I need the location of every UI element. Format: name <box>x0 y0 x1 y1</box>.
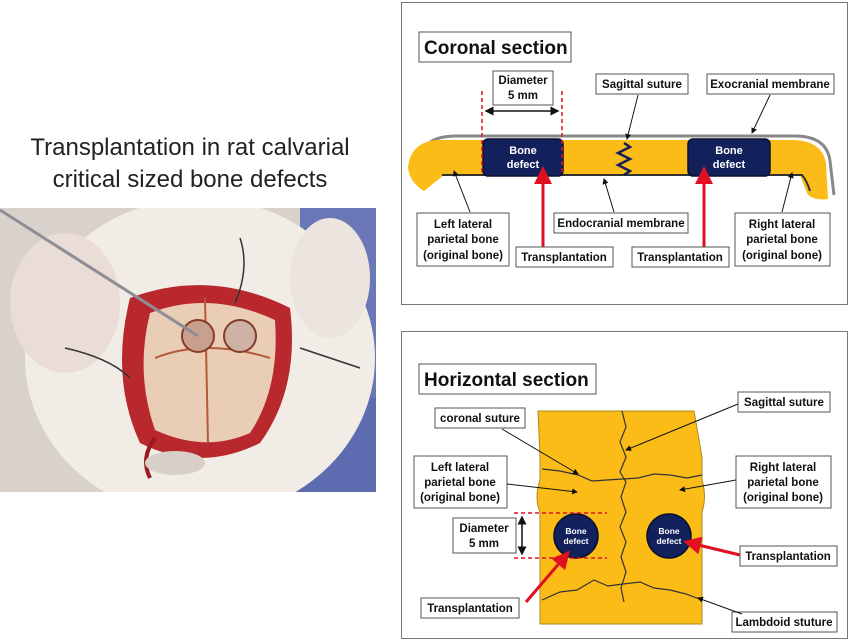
horizontal-defect-left <box>553 513 599 559</box>
coronal-diameter-label-1: Diameter <box>498 75 548 87</box>
coronal-suture-label: coronal suture <box>440 413 520 425</box>
endocranial-box <box>553 212 689 234</box>
horizontal-left-lateral-box <box>413 455 508 509</box>
lambdoid-box <box>731 611 838 633</box>
horizontal-diameter-box <box>452 517 517 554</box>
horizontal-right-lateral-label-3: (original bone) <box>743 492 823 504</box>
horizontal-sagittal-suture <box>619 410 627 603</box>
bone-defect-left-label-2: defect <box>507 159 540 171</box>
horizontal-lambdoid-suture <box>541 579 703 601</box>
surgical-photo <box>0 208 376 492</box>
coronal-right-lateral-pointer <box>781 172 794 213</box>
bone-defect-left-label-1: Bone <box>509 145 537 157</box>
coronal-right-lateral-label-3: (original bone) <box>742 250 822 262</box>
coronal-left-lateral-box <box>416 212 510 267</box>
coronal-transplant-box-right <box>631 246 730 268</box>
bone-defect-right-label-2: defect <box>713 159 746 171</box>
coronal-left-lateral-label-2: parietal bone <box>427 234 499 246</box>
horizontal-coronal-suture <box>541 468 703 482</box>
coronal-suture-box <box>434 407 526 429</box>
horizontal-transplant-box-right <box>739 545 838 567</box>
horizontal-right-lateral-label-1: Right lateral <box>750 462 816 474</box>
sagittal-suture-mark <box>615 141 633 177</box>
coronal-transplant-label-left: Transplantation <box>521 252 607 264</box>
horizontal-title: Horizontal section <box>424 370 589 391</box>
exocranial-box <box>706 73 835 95</box>
horizontal-sagittal-box <box>737 391 831 413</box>
figure-title: Transplantation in rat calvarial critica… <box>10 132 370 196</box>
coronal-diameter-label-2: 5 mm <box>508 90 538 102</box>
coronal-right-lateral-label-1: Right lateral <box>749 219 815 231</box>
horizontal-transplant-arrow-left <box>524 550 570 603</box>
horizontal-left-lateral-label-3: (original bone) <box>420 492 500 504</box>
endocranial-membrane-line <box>442 174 811 192</box>
horizontal-transplant-box-left <box>420 597 520 619</box>
coronal-title-box <box>418 31 572 63</box>
horizontal-diameter-label-1: Diameter <box>459 523 509 535</box>
coronal-transplant-box-left <box>515 246 614 268</box>
bone-defect-right-label-1: Bone <box>715 145 743 157</box>
horizontal-transplant-label-left: Transplantation <box>427 603 513 615</box>
lambdoid-pointer <box>697 596 743 615</box>
horizontal-skull <box>536 410 705 625</box>
horizontal-section-panel: Horizontal section Bone defect Bone defe… <box>401 331 848 639</box>
horizontal-right-lateral-label-2: parietal bone <box>747 477 819 489</box>
horizontal-left-lateral-pointer <box>506 483 578 495</box>
coronal-title: Coronal section <box>424 38 568 59</box>
horizontal-title-box <box>418 363 597 395</box>
coronal-left-lateral-label-1: Left lateral <box>434 219 492 231</box>
exocranial-pointer <box>751 94 771 134</box>
coronal-transplant-label-right: Transplantation <box>637 252 723 264</box>
sagittal-suture-box <box>595 73 689 95</box>
exocranial-label: Exocranial membrane <box>710 79 830 91</box>
coronal-diagram: Coronal section Bone defect Bone defect … <box>408 31 836 268</box>
horizontal-left-lateral-label-1: Left lateral <box>431 462 489 474</box>
coronal-section-panel: Coronal section Bone defect Bone defect … <box>401 2 848 305</box>
horizontal-diameter-label-2: 5 mm <box>469 538 499 550</box>
coronal-right-lateral-label-2: parietal bone <box>746 234 818 246</box>
endocranial-label: Endocranial membrane <box>557 218 684 230</box>
lambdoid-label: Lambdoid stuture <box>735 617 832 629</box>
horizontal-right-lateral-pointer <box>679 479 737 493</box>
horizontal-defect-right-label-2: defect <box>656 536 681 546</box>
endocranial-pointer <box>602 178 615 213</box>
horizontal-defect-left-label-2: defect <box>563 536 588 546</box>
horizontal-defect-left-label-1: Bone <box>565 526 587 536</box>
coronal-diameter-box <box>492 70 554 106</box>
sagittal-suture-label: Sagittal suture <box>602 79 682 91</box>
title-line-2: critical sized bone defects <box>52 166 328 193</box>
horizontal-transplant-arrow-right <box>683 536 741 557</box>
horizontal-transplant-label-right: Transplantation <box>745 551 831 563</box>
horizontal-sagittal-pointer <box>625 403 739 451</box>
horizontal-right-lateral-box <box>735 455 832 509</box>
horizontal-sagittal-label: Sagittal suture <box>744 397 824 409</box>
coronal-left-lateral-pointer <box>453 170 471 213</box>
title-line-1: Transplantation in rat calvarial <box>30 134 350 161</box>
coronal-right-lateral-box <box>734 212 831 267</box>
horizontal-left-lateral-label-2: parietal bone <box>424 477 496 489</box>
horizontal-defect-right <box>646 513 692 559</box>
coronal-left-lateral-label-3: (original bone) <box>423 250 503 262</box>
horizontal-diagram: Horizontal section Bone defect Bone defe… <box>413 363 838 633</box>
coronal-suture-pointer <box>501 428 579 475</box>
horizontal-defect-right-label-1: Bone <box>658 526 680 536</box>
sagittal-suture-pointer <box>625 94 639 140</box>
